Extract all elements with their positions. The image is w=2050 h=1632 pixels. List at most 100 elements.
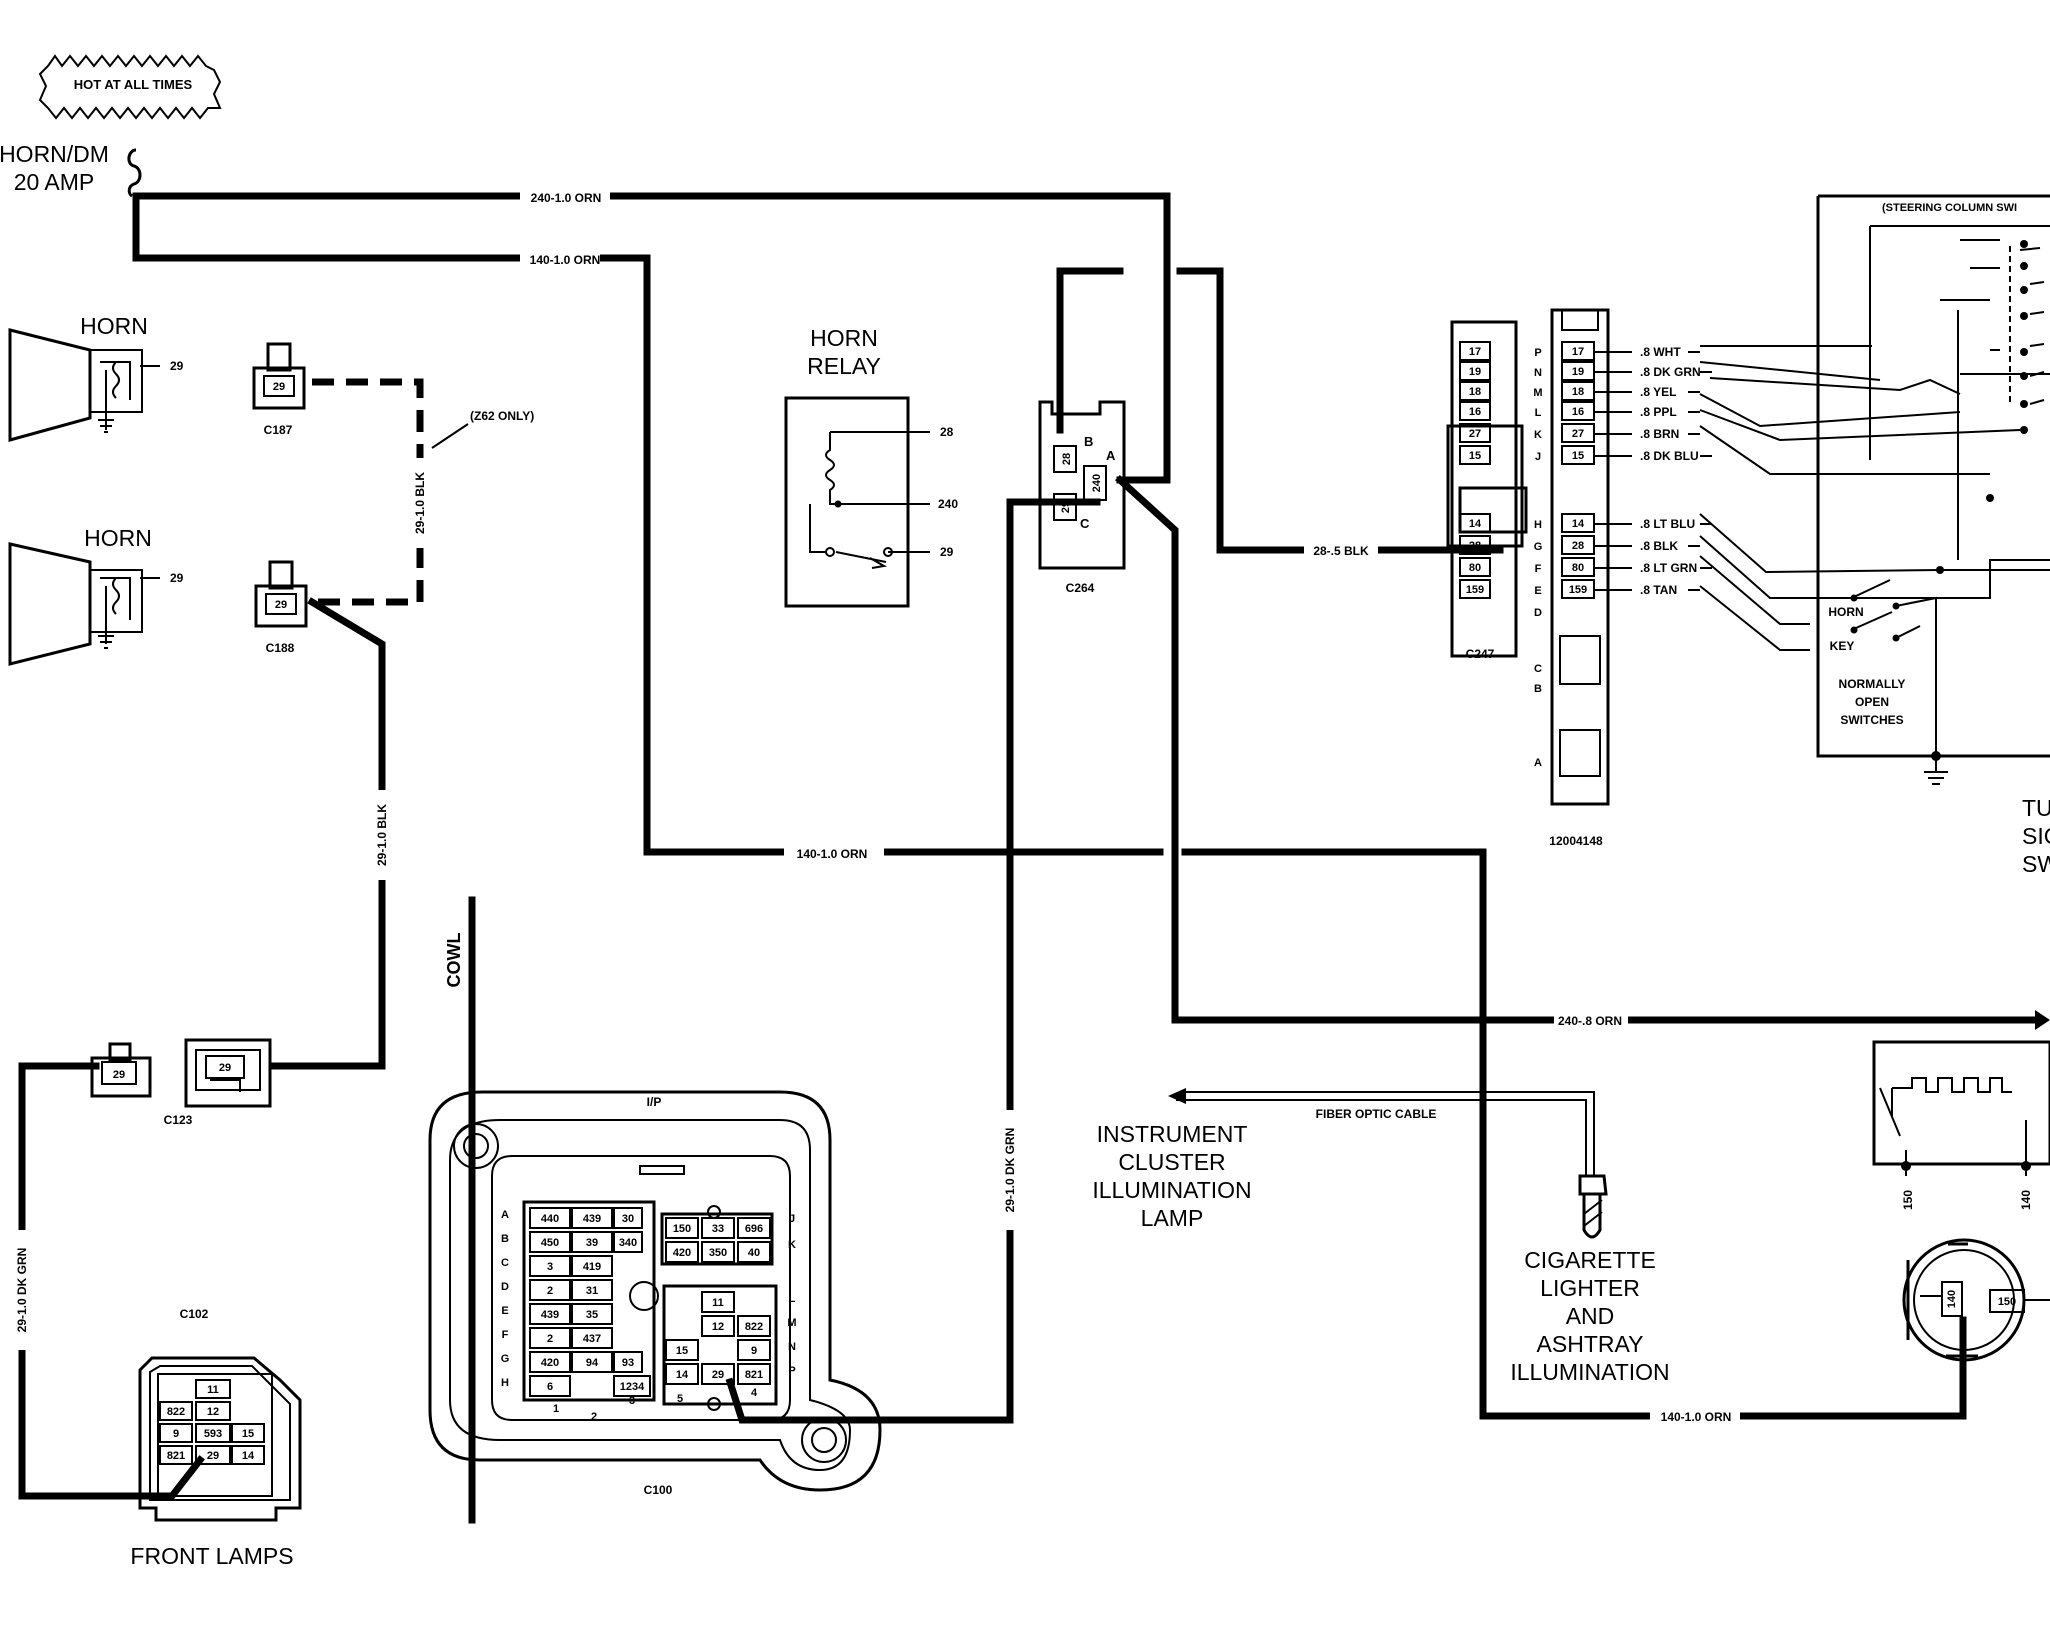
steering-note-3: SWITCHES [1840, 713, 1903, 727]
c102-cell [159, 1445, 193, 1465]
c100-row-letter-right: K [788, 1239, 796, 1251]
c247-right-pin-label: 17 [1572, 346, 1584, 358]
c100-cavity-label: 439 [541, 1309, 559, 1321]
steering-horn: HORN [1828, 605, 1863, 619]
c100-row-letter-right: M [787, 1317, 796, 1329]
c247-wire-label: .8 DK BLU [1640, 449, 1699, 463]
c100-row-letter: D [501, 1281, 509, 1293]
c247-left-cavity [1459, 579, 1491, 599]
c247-wire-label: .8 DK GRN [1640, 365, 1701, 379]
relay-pin-240: 240 [938, 497, 958, 511]
c247-left-pin-label: 80 [1469, 562, 1481, 574]
c100-cavity-label: 437 [583, 1333, 601, 1345]
c100-cavity [571, 1255, 613, 1277]
c100-cavity [529, 1207, 571, 1229]
c100-cavity-label: 439 [583, 1213, 601, 1225]
c100-cavity-label: 35 [586, 1309, 598, 1321]
c100-cavity [571, 1279, 613, 1301]
c100-left-block [522, 1200, 656, 1402]
wire-29-blk-dashed [312, 378, 424, 606]
c100-cavity [613, 1207, 643, 1229]
c102-cell-label: 12 [207, 1406, 219, 1418]
c100-cavity-label: 420 [673, 1247, 691, 1259]
wire-29-dkgrn-left [18, 1062, 205, 1500]
c100-cavity-label: 821 [745, 1369, 763, 1381]
wire-29-blk-dashed-label: 29-1.0 BLK [413, 472, 427, 534]
c187-pin: 29 [273, 381, 285, 393]
horn-upper-pin: 29 [170, 359, 184, 373]
c100-cavity [665, 1339, 699, 1361]
c100-cavity [529, 1303, 571, 1325]
c100-cavity [701, 1217, 735, 1239]
c102-cell [159, 1423, 193, 1443]
wire-240-top [132, 192, 1171, 484]
horn-upper-label: HORN [80, 313, 148, 339]
c247-wire-label: .8 PPL [1640, 405, 1677, 419]
wire-240-bottom-label: 240-.8 ORN [1558, 1014, 1622, 1028]
c247-left-pin-label: 27 [1469, 428, 1481, 440]
c247-letter: P [1534, 347, 1541, 359]
c100-cavity [571, 1327, 613, 1349]
c100-cavity [529, 1255, 571, 1277]
c264-letter-c: C [1080, 516, 1090, 531]
c100-cavity-label: 6 [547, 1381, 553, 1393]
hot-at-all-times-badge: HOT AT ALL TIMES [38, 54, 222, 120]
c264-pin-28: 28 [1061, 453, 1073, 465]
c123-pin-left: 29 [113, 1069, 125, 1081]
c247-wire-label: .8 TAN [1640, 583, 1677, 597]
c247-left-pin-label: 159 [1466, 584, 1484, 596]
socket-pin-140: 140 [1946, 1290, 1958, 1308]
c264-pin-29: 29 [1060, 501, 1072, 513]
steering-note-1: NORMALLY [1839, 677, 1906, 691]
c100-cavity-label: 440 [541, 1213, 559, 1225]
wire-140-mid-label: 140-1.0 ORN [797, 847, 868, 861]
c100-cavity-label: 420 [541, 1357, 559, 1369]
horn-lower-label: HORN [84, 525, 152, 551]
wire-29-blk-label: 29-1.0 BLK [375, 804, 389, 866]
c100-cavity-label: 12 [712, 1321, 724, 1333]
c102-cell-label: 14 [242, 1450, 255, 1462]
c100-name: C100 [644, 1483, 673, 1497]
c100-cavity-label: 696 [745, 1223, 763, 1235]
instrument-cluster-lamp: FIBER OPTIC CABLE INSTRUMENT CLUSTER ILL… [1092, 1088, 1595, 1231]
lighter-element: 150 140 140 150 [1872, 1040, 2050, 1362]
c100-cavity [613, 1375, 651, 1397]
wire-240-top-label: 240-1.0 ORN [531, 191, 602, 205]
z62-note: (Z62 ONLY) [470, 409, 534, 423]
c100-cavity-label: 822 [745, 1321, 763, 1333]
c100-row-letter: A [501, 1209, 509, 1221]
c100-row-letter: G [501, 1353, 510, 1365]
cigarette-line-5: ILLUMINATION [1510, 1359, 1669, 1385]
c100-cavity [737, 1241, 771, 1263]
c247-wire-labels: .8 WHT.8 DK GRN.8 YEL.8 PPL.8 BRN.8 DK B… [1594, 345, 1712, 597]
c100-cavity-label: 30 [622, 1213, 634, 1225]
wire-29-dkgrn-mid [856, 498, 1101, 1424]
c100-cavity [737, 1363, 771, 1385]
c102-cell [231, 1445, 265, 1465]
c102-cell-label: 9 [173, 1428, 179, 1440]
wire-240-arrow [2035, 1010, 2050, 1030]
lighter-pin-140: 140 [2019, 1190, 2033, 1210]
c247-right-pin-label: 80 [1572, 562, 1584, 574]
wire-29-dkgrn-left-label: 29-1.0 DK GRN [15, 1248, 29, 1333]
steering-note-2: OPEN [1855, 695, 1889, 709]
c247-right-pin-label: 15 [1572, 450, 1584, 462]
c100-cavity [571, 1231, 613, 1253]
c100-cavity [701, 1291, 735, 1313]
c100-cavity-label: 340 [619, 1237, 637, 1249]
c247-left-cavity [1459, 423, 1491, 443]
c100-cavity-label: 31 [586, 1285, 598, 1297]
steering-column-switch: (STEERING COLUMN SWI HORN KEY NORMALLY O… [1699, 194, 2050, 877]
steering-key: KEY [1830, 639, 1855, 653]
c188-name: C188 [266, 641, 295, 655]
turn-signal-2: SIG [2022, 823, 2050, 849]
c100-label-ip: I/P [647, 1095, 662, 1109]
c247-left-cavity [1459, 341, 1491, 361]
c264-name: C264 [1066, 581, 1095, 595]
c100-cavity [701, 1315, 735, 1337]
